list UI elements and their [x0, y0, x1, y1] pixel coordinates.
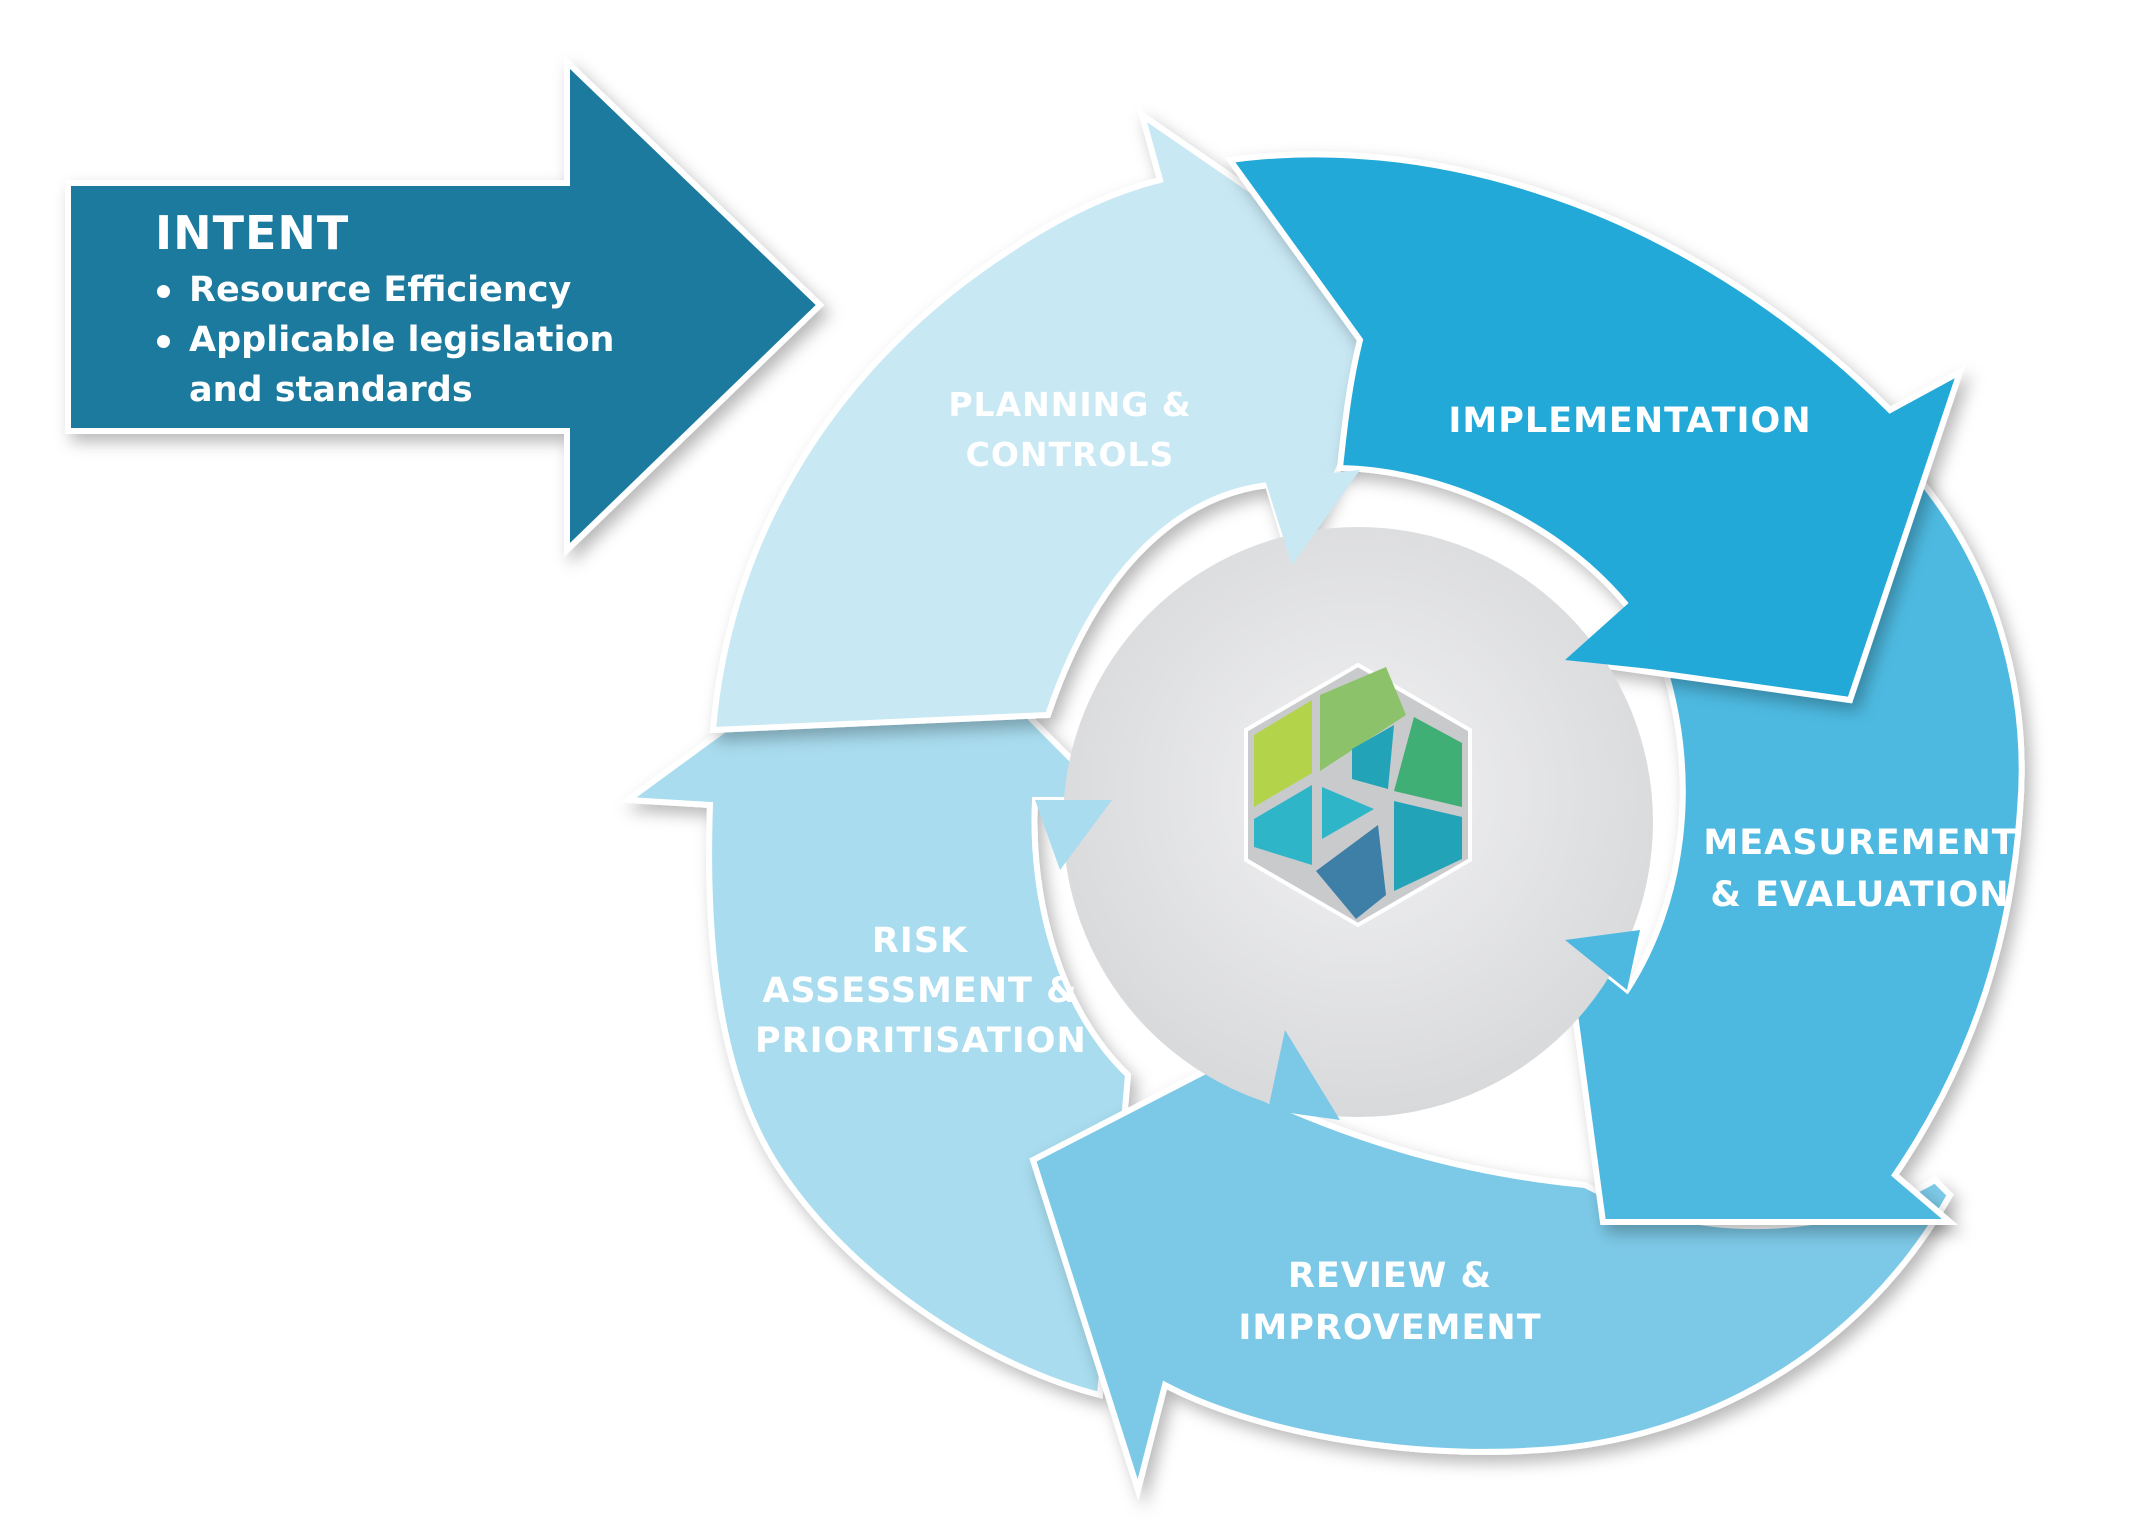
- risk-segment: [619, 591, 1132, 1399]
- risk-assessment-label: RISK ASSESSMENT & PRIORITISATION: [755, 916, 1087, 1066]
- measurement-segment: [1561, 455, 2025, 1225]
- label-line: CONTROLS: [965, 435, 1175, 474]
- planning-segment: [709, 107, 1422, 734]
- hexagon-logo-icon: [1244, 662, 1472, 928]
- implementation-label: IMPLEMENTATION: [1440, 396, 1820, 446]
- label-line: IMPLEMENTATION: [1448, 401, 1812, 441]
- label-line: RISK: [871, 921, 969, 961]
- measurement-evaluation-label: MEASUREMENT & EVALUATION: [1690, 817, 2030, 921]
- intent-title: INTENT: [155, 206, 350, 260]
- intent-content: INTENT Resource Efficiency Applicable le…: [155, 203, 675, 415]
- risk-arrow-tip: [1035, 800, 1112, 870]
- implementation-arrow-tip: [1565, 600, 1660, 670]
- intent-bullet: Resource Efficiency: [155, 265, 675, 315]
- review-arrow-tip: [1268, 1030, 1340, 1120]
- label-line: MEASUREMENT: [1703, 823, 2017, 863]
- intent-arrow: [65, 54, 825, 558]
- measurement-arrow-tip: [1565, 930, 1640, 990]
- label-line: IMPROVEMENT: [1238, 1308, 1542, 1348]
- label-line: PRIORITISATION: [755, 1021, 1087, 1061]
- intent-bullet-list: Resource Efficiency Applicable legislati…: [155, 265, 675, 415]
- label-line: REVIEW &: [1287, 1256, 1493, 1296]
- label-line: & EVALUATION: [1710, 875, 2010, 915]
- planning-controls-label: PLANNING & CONTROLS: [890, 380, 1250, 480]
- intent-bullet-text: Resource Efficiency: [189, 270, 572, 310]
- planning-arrow-tip: [1265, 470, 1360, 565]
- intent-bullet: Applicable legislation and standards: [155, 315, 675, 415]
- label-line: PLANNING &: [948, 385, 1192, 424]
- review-improvement-label: REVIEW & IMPROVEMENT: [1225, 1250, 1555, 1354]
- intent-bullet-text-continued: and standards: [189, 370, 473, 410]
- intent-bullet-text: Applicable legislation: [189, 320, 615, 360]
- label-line: ASSESSMENT &: [762, 971, 1078, 1011]
